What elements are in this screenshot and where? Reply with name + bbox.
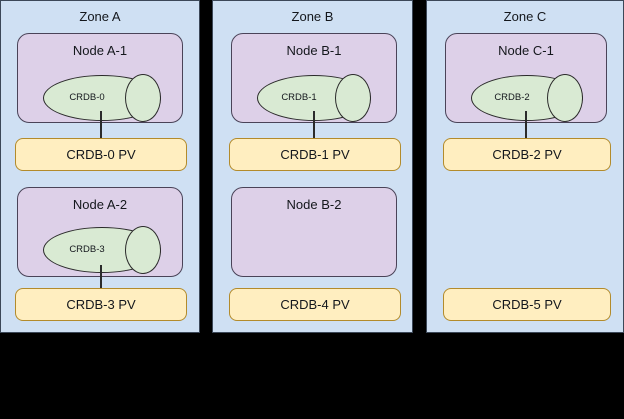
pv-crdb-3-label: CRDB-3 PV (66, 296, 136, 312)
pv-crdb-1-label: CRDB-1 PV (280, 146, 350, 162)
pv-crdb-4-label: CRDB-4 PV (280, 296, 350, 312)
zone-b[interactable]: Zone B Node B-1 CRDB-1 CRDB-1 PV Node B-… (212, 0, 413, 333)
database-crdb-3-label: CRDB-3 (69, 244, 105, 255)
zone-b-title: Zone B (291, 9, 334, 24)
pv-crdb-5[interactable]: CRDB-5 PV (443, 288, 611, 321)
database-crdb-1-label: CRDB-1 (281, 92, 317, 103)
cylinder-cap (335, 74, 371, 122)
zone-c[interactable]: Zone C Node C-1 CRDB-2 CRDB-2 PV CRDB-5 … (426, 0, 624, 333)
cylinder-cap (547, 74, 583, 122)
pv-crdb-4[interactable]: CRDB-4 PV (229, 288, 401, 321)
database-crdb-3[interactable]: CRDB-3 (43, 226, 161, 274)
database-crdb-2[interactable]: CRDB-2 (471, 74, 583, 122)
node-a-1-title: Node A-1 (72, 43, 128, 58)
zone-a[interactable]: Zone A Node A-1 CRDB-0 CRDB-0 PV Node A-… (0, 0, 200, 333)
node-b-2-title: Node B-2 (286, 197, 342, 212)
zone-a-title: Zone A (79, 9, 121, 24)
node-b-2[interactable]: Node B-2 (231, 187, 397, 277)
connector-crdb-0-to-pv (100, 111, 102, 141)
pv-crdb-2-label: CRDB-2 PV (492, 146, 562, 162)
pv-crdb-0[interactable]: CRDB-0 PV (15, 138, 187, 171)
node-c-1-title: Node C-1 (498, 43, 554, 58)
cylinder-cap (125, 74, 161, 122)
zone-c-title: Zone C (503, 9, 547, 24)
cylinder-cap (125, 226, 161, 274)
pv-crdb-1[interactable]: CRDB-1 PV (229, 138, 401, 171)
connector-crdb-1-to-pv (313, 111, 315, 141)
pv-crdb-0-label: CRDB-0 PV (66, 146, 136, 162)
database-crdb-2-label: CRDB-2 (494, 92, 530, 103)
database-crdb-0-label: CRDB-0 (69, 92, 105, 103)
node-a-2-title: Node A-2 (72, 197, 128, 212)
pv-crdb-3[interactable]: CRDB-3 PV (15, 288, 187, 321)
connector-crdb-2-to-pv (525, 111, 527, 141)
node-b-1-title: Node B-1 (286, 43, 342, 58)
connector-crdb-3-to-pv (100, 265, 102, 293)
pv-crdb-2[interactable]: CRDB-2 PV (443, 138, 611, 171)
pv-crdb-5-label: CRDB-5 PV (492, 296, 562, 312)
database-crdb-0[interactable]: CRDB-0 (43, 74, 161, 122)
